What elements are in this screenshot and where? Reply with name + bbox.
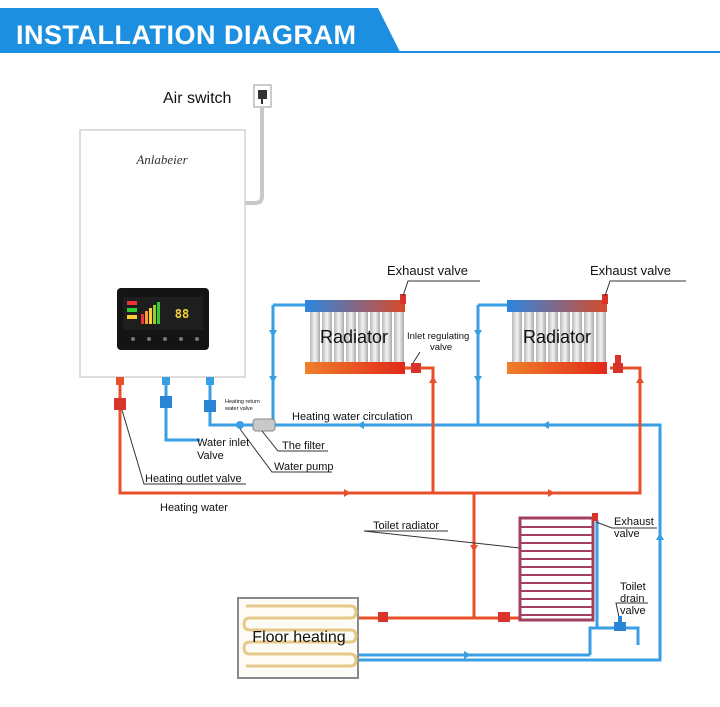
floor-heating-supply-valve-icon [378, 612, 388, 622]
exhaust-valve-2-label: Exhaust valve [590, 263, 671, 278]
water-pump-label: Water pump [274, 461, 334, 473]
heating-outlet-valve-icon [114, 377, 126, 410]
inlet-valve-leader [412, 351, 421, 364]
radiator-1: Radiator [305, 300, 405, 374]
component-leader-lines [121, 409, 657, 623]
toilet-exhaust-valve-icon [592, 513, 598, 521]
radiator-2-label: Radiator [523, 327, 591, 347]
toilet-radiator-supply-valve-icon [498, 612, 510, 622]
water-inlet-valve-label-2: Valve [197, 450, 224, 462]
boiler-display-digits: 88 [175, 307, 189, 321]
water-pump-icon [236, 421, 244, 429]
air-switch [253, 84, 272, 108]
toilet-radiator [518, 516, 595, 622]
floor-heating-label: Floor heating [252, 629, 345, 646]
heating-outlet-valve-label: Heating outlet valve [145, 473, 242, 485]
inlet-regulating-valve-label-2: valve [430, 342, 452, 353]
heating-return-valve-icon [204, 377, 216, 412]
toilet-drain-valve-icon [614, 616, 626, 631]
radiator-2: Radiator [507, 300, 607, 374]
the-filter-label: The filter [282, 440, 325, 452]
toilet-drain-valve-label-3: valve [620, 605, 646, 617]
page-title: INSTALLATION DIAGRAM [16, 20, 357, 50]
radiator-1-label: Radiator [320, 327, 388, 347]
exhaust-valve-icons [400, 294, 608, 304]
inlet-regulating-valve-icons [411, 355, 623, 373]
electric-boiler: Anlabeier 88 [79, 129, 246, 378]
heating-water-circulation-label: Heating water circulation [292, 411, 412, 423]
exhaust-valve-2-leader [604, 280, 686, 297]
toilet-exhaust-valve-label-1: Exhaust [614, 516, 654, 528]
water-inlet-valve-icon [160, 377, 172, 408]
return-flow-arrows [269, 330, 664, 659]
power-cable [245, 107, 264, 205]
header-banner: INSTALLATION DIAGRAM [0, 8, 400, 52]
floor-heating: Floor heating [237, 597, 359, 679]
water-inlet-valve-label-1: Water inlet [197, 437, 249, 449]
heating-return-valve-label-1: Heating return [225, 399, 260, 405]
air-switch-label: Air switch [163, 90, 231, 107]
header-underline [0, 51, 720, 53]
toilet-drain-valve-label-2: drain [620, 593, 644, 605]
toilet-exhaust-valve-label-2: valve [614, 528, 640, 540]
exhaust-valve-1-leader [402, 280, 480, 297]
heating-water-label: Heating water [160, 502, 228, 514]
boiler-brand-logo: Anlabeier [135, 152, 188, 167]
inlet-regulating-valve-label-1: Inlet regulating [407, 331, 469, 342]
exhaust-valve-1-label: Exhaust valve [387, 263, 468, 278]
toilet-drain-valve-label-1: Toilet [620, 581, 646, 593]
filter-icon [252, 418, 276, 432]
supply-water-pipes [118, 366, 642, 620]
supply-flow-arrows [344, 376, 644, 552]
toilet-radiator-label: Toilet radiator [373, 520, 439, 532]
heating-return-valve-label-2: water valve [224, 406, 253, 412]
